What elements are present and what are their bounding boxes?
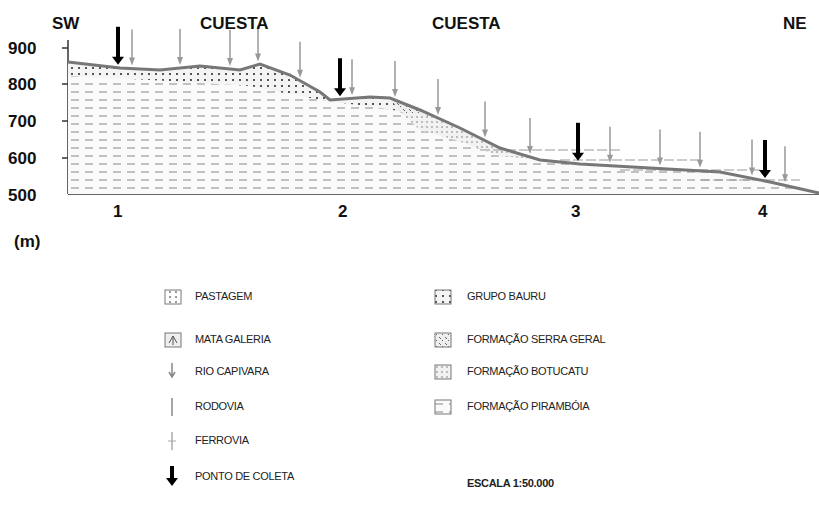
legend-symbols (165, 290, 451, 486)
legend-text: RODOVIA (195, 400, 244, 412)
point-number: 3 (571, 202, 580, 222)
legend-text: FORMAÇÃO PIRAMBÓIA (467, 400, 589, 412)
legend-text: PASTAGEM (195, 290, 252, 302)
axis-label: 600 (8, 149, 36, 169)
section-heading: CUESTA (432, 14, 501, 34)
axis-label: 500 (8, 186, 36, 206)
point-number: 4 (758, 202, 767, 222)
legend-text: RIO CAPIVARA (195, 365, 269, 377)
section-heading: NE (783, 14, 807, 34)
legend-text: FORMAÇÃO BOTUCATU (467, 365, 588, 377)
legend-text: PONTO DE COLETA (195, 470, 294, 482)
legend-text: FORMAÇÃO SERRA GERAL (467, 333, 605, 345)
legend-text: FERROVIA (195, 434, 249, 446)
scale-note: ESCALA 1:50.000 (467, 477, 554, 489)
legend-text: MATA GALERIA (195, 333, 270, 345)
point-number: 2 (338, 202, 347, 222)
legend-text: GRUPO BAURU (467, 290, 546, 302)
axis-label: 900 (8, 39, 36, 59)
axis-label: (m) (14, 232, 40, 252)
section-heading: CUESTA (200, 14, 269, 34)
point-number: 1 (113, 202, 122, 222)
section-heading: SW (52, 14, 79, 34)
axis-label: 700 (8, 112, 36, 132)
axis-label: 800 (8, 75, 36, 95)
